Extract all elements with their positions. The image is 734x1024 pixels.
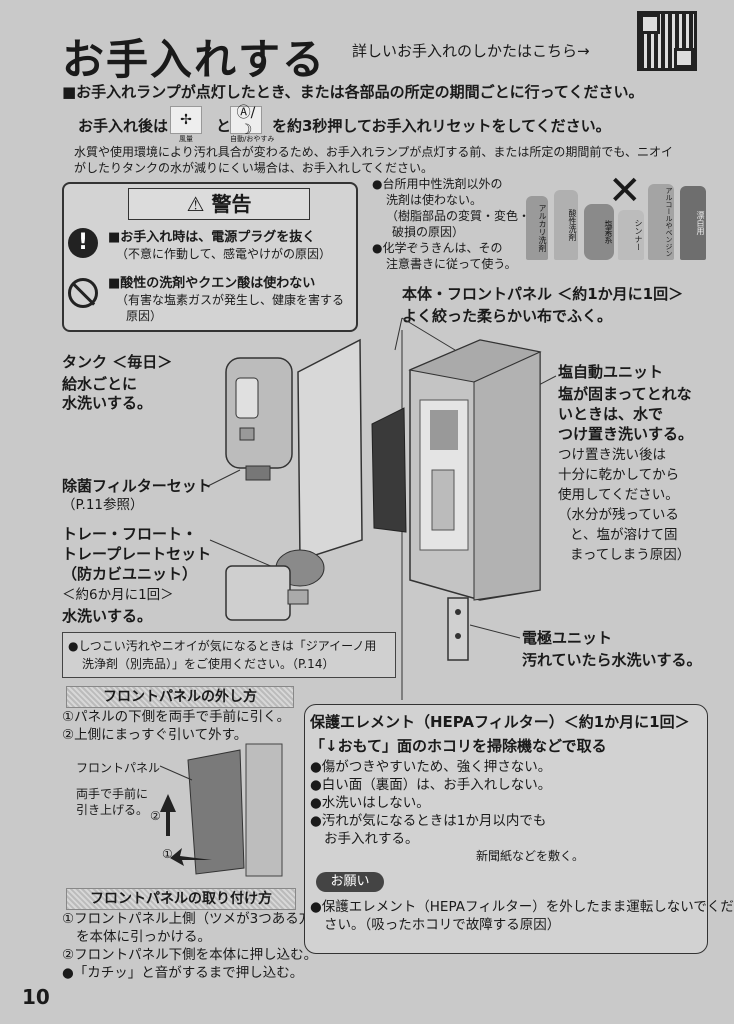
detergent-l5: ●化学ぞうきんは、その xyxy=(372,241,503,255)
page-subtitle: 詳しいお手入れのしかたはこちら→ xyxy=(352,42,590,60)
salt-note1: つけ置き洗い後は xyxy=(558,447,666,463)
warning-title: 警告 xyxy=(211,192,252,216)
warning-item2-sub1: （有害な塩素ガスが発生し、健康を害する xyxy=(116,293,345,307)
intro-line2-post: を約3秒押してお手入れリセットをしてください。 xyxy=(272,117,611,135)
warning-item2-title: ■酸性の洗剤やクエン酸は使わない xyxy=(108,276,316,291)
attach-step3: ●「カチッ」と音がするまで押し込む。 xyxy=(62,965,304,981)
remove-heading: フロントパネルの外し方 xyxy=(66,686,294,708)
remove-step1: ①パネルの下側を両手で手前に引く。 xyxy=(62,709,291,725)
hepa-box xyxy=(304,704,708,954)
cleaner-tip-box xyxy=(62,632,396,678)
auto-button-label: 自動/おやすみ xyxy=(230,135,275,143)
request-line1: ●保護エレメント（HEPAフィルター）を外したまま運転しないでくだ xyxy=(310,899,734,915)
bottle-6: 漂白用 xyxy=(680,186,706,260)
remove-num2: ② xyxy=(150,809,161,823)
bottle-3: 塩素系 xyxy=(584,204,614,260)
detergent-bottles-illustration: ✕ アルカリ洗剤 酸性洗剤 塩素系 シンナー アルコールやベンジン 漂白用 xyxy=(526,168,712,266)
salt-note6: まってしまう原因） xyxy=(570,547,691,563)
fan-button-label: 風量 xyxy=(179,135,193,143)
filter-title: 除菌フィルターセット xyxy=(62,477,212,495)
intro-note1: 水質や使用環境により汚れ具合が変わるため、お手入れランプが点灯する前、または所定… xyxy=(74,145,674,159)
panel-removal-illustration xyxy=(159,743,283,877)
salt-note5: と、塩が溶けて固 xyxy=(570,527,678,543)
auto-button-icon: Ⓐ/☽ 自動/おやすみ xyxy=(230,105,275,143)
qr-code-icon[interactable] xyxy=(637,11,697,71)
electrode-unit-illustration xyxy=(447,597,469,661)
electrode-desc: 汚れていたら水洗いする。 xyxy=(522,651,702,669)
warning-triangle-icon: ⚠ xyxy=(186,192,205,216)
page-title: お手入れする xyxy=(62,35,327,84)
remove-label-panel: フロントパネル xyxy=(76,761,161,775)
salt-title: 塩自動ユニット xyxy=(558,363,664,381)
cross-mark-icon: ✕ xyxy=(608,168,642,214)
tray-desc: 水洗いする。 xyxy=(62,607,153,625)
bottle-4: シンナー xyxy=(618,210,644,260)
warning-item1-sub: （不意に作動して、感電やけがの原因） xyxy=(116,247,332,261)
cleaner-tip-l2: 洗浄剤（別売品）」をご使用ください。（P.14） xyxy=(82,657,335,671)
prohibited-icon xyxy=(68,278,98,308)
detergent-l2: 洗剤は使わない。 xyxy=(386,193,483,207)
hepa-desc: 「↓おもて」面のホコリを掃除機などで取る xyxy=(310,737,607,755)
tank-title: タンク ＜毎日＞ xyxy=(62,353,173,371)
hepa-bullet1: ●傷がつきやすいため、強く押さない。 xyxy=(310,759,552,775)
tray-title3: （防カビユニット） xyxy=(62,565,198,583)
hepa-bullet2: ●白い面（裏面）は、お手入れしない。 xyxy=(310,777,552,793)
tank-illustration xyxy=(225,357,293,481)
fan-button-icon: ✢ 風量 xyxy=(170,106,202,144)
tray-title1: トレー・フロート・ xyxy=(62,525,198,543)
tray-title2: トレープレートセット xyxy=(62,545,212,563)
tank-desc1: 給水ごとに xyxy=(62,375,138,393)
cleaner-tip-l1: ●しつこい汚れやニオイが気になるときは「ジアイーノ用 xyxy=(68,639,377,653)
salt-desc2: いときは、水で xyxy=(558,405,664,423)
exclamation-icon: ! xyxy=(68,228,98,258)
hepa-bullet4: ●汚れが気になるときは1か月以内でも xyxy=(310,813,547,829)
attach-step1b: を本体に引っかける。 xyxy=(76,929,211,945)
remove-step2: ②上側にまっすぐ引いて外す。 xyxy=(62,727,248,743)
electrode-title: 電極ユニット xyxy=(522,629,613,647)
salt-note3: 使用してください。 xyxy=(558,487,679,503)
attach-step1a: ①フロントパネル上側（ツメが3つある方） xyxy=(62,911,326,927)
detergent-l6: 注意書きに従って使う。 xyxy=(386,257,517,271)
attach-step2: ②フロントパネル下側を本体に押し込む。 xyxy=(62,947,318,963)
detergent-l1: ●台所用中性洗剤以外の xyxy=(372,177,503,191)
page-number: 10 xyxy=(22,985,50,1009)
salt-note4: （水分が残っている xyxy=(558,507,679,523)
request-badge: お願い xyxy=(316,872,384,892)
warning-item2-sub2: 原因） xyxy=(126,309,163,323)
remove-label-hand1: 両手で手前に xyxy=(76,787,149,801)
newspaper-label: 新聞紙などを敷く。 xyxy=(476,849,585,863)
salt-note2: 十分に乾かしてから xyxy=(558,467,680,483)
intro-line2-mid: と xyxy=(216,117,232,135)
bottle-5: アルコールやベンジン xyxy=(648,184,674,260)
intro-line2-pre: お手入れ後は xyxy=(78,117,169,135)
detergent-l4: 破損の原因） xyxy=(392,225,465,239)
remove-label-hand2: 引き上げる。 xyxy=(76,803,149,817)
tray-interval: ＜約6か月に1回＞ xyxy=(62,587,174,603)
hepa-title: 保護エレメント（HEPAフィルター）＜約1か月に1回＞ xyxy=(310,713,690,731)
appliance-body xyxy=(408,339,542,601)
hepa-bullet3: ●水洗いはしない。 xyxy=(310,795,430,811)
attach-heading: フロントパネルの取り付け方 xyxy=(66,888,296,910)
warning-header: ⚠ 警告 xyxy=(128,188,310,220)
tank-desc2: 水洗いする。 xyxy=(62,394,153,412)
request-line2: さい。（吸ったホコリで故障する原因） xyxy=(324,917,561,933)
filter-ref: （P.11参照） xyxy=(62,497,144,513)
tray-set-illustration xyxy=(225,549,325,621)
warning-item1-title: ■お手入れ時は、電源プラグを抜く xyxy=(108,230,316,245)
hepa-bullet5: お手入れする。 xyxy=(324,831,419,847)
detergent-l3: （樹脂部品の変質・変色・ xyxy=(386,209,531,223)
intro-line1: ■お手入れランプが点灯したとき、または各部品の所定の期間ごとに行ってください。 xyxy=(62,83,644,101)
body-panel-title: 本体・フロントパネル ＜約1か月に1回＞ xyxy=(402,285,684,303)
bottle-2: 酸性洗剤 xyxy=(554,190,578,260)
salt-desc1: 塩が固まってとれな xyxy=(558,385,692,403)
body-panel-desc: よく絞った柔らかい布でふく。 xyxy=(402,307,613,325)
remove-num1: ① xyxy=(162,847,173,861)
intro-note2: がしたりタンクの水が減りにくい場合は、お手入れしてください。 xyxy=(74,161,434,175)
bottle-1: アルカリ洗剤 xyxy=(526,196,548,260)
salt-desc3: つけ置き洗いする。 xyxy=(558,425,694,443)
